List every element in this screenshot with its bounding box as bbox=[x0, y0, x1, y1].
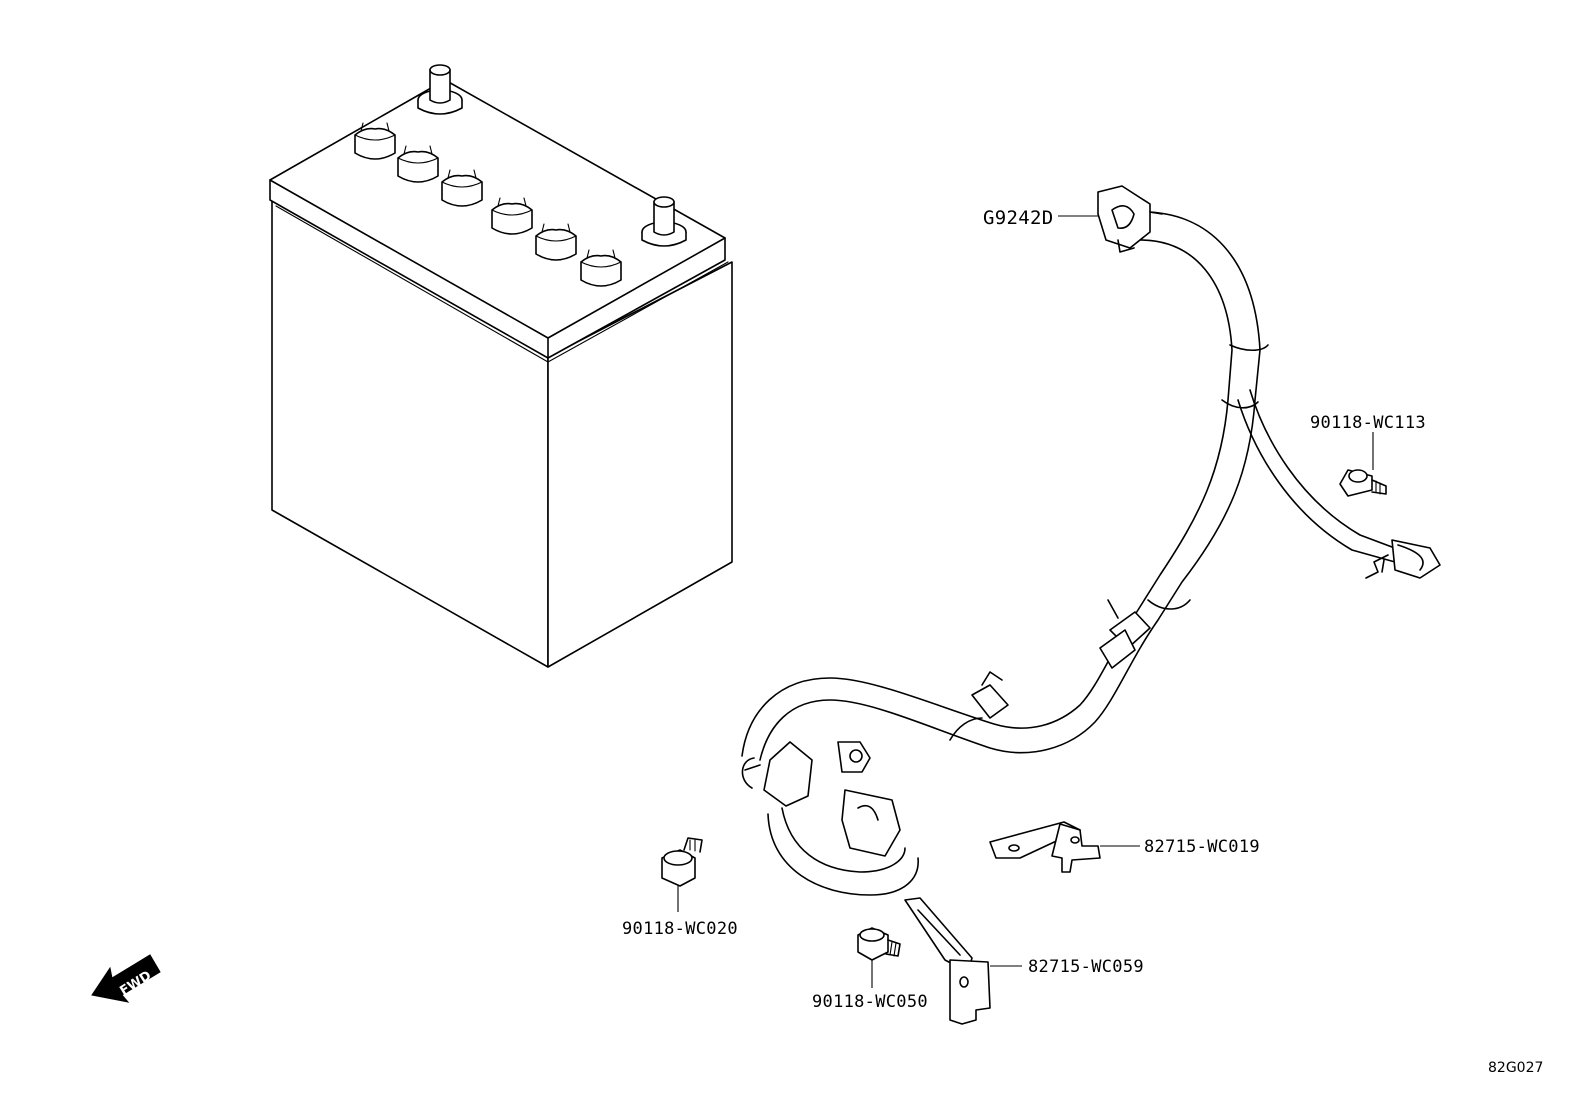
positive-terminal bbox=[417, 64, 463, 115]
leader-lines bbox=[677, 215, 1374, 988]
part-label-bolt-wc113[interactable]: 90118-WC113 bbox=[1310, 413, 1426, 433]
vent-caps bbox=[354, 122, 622, 287]
battery-illustration bbox=[269, 64, 733, 668]
battery-cable-illustration bbox=[741, 185, 1441, 896]
bolt-wc050-illustration bbox=[857, 927, 901, 961]
bolt-wc113-illustration bbox=[1339, 469, 1387, 497]
diagram-reference-code: 82G027 bbox=[1488, 1060, 1543, 1076]
cable-terminal-lower bbox=[741, 741, 919, 896]
part-label-bolt-wc020[interactable]: 90118-WC020 bbox=[622, 919, 738, 939]
part-label-cable[interactable]: G9242D bbox=[983, 207, 1053, 229]
negative-terminal bbox=[641, 196, 687, 247]
bracket-wc019-illustration bbox=[989, 821, 1101, 873]
part-label-bracket-wc019[interactable]: 82715-WC019 bbox=[1144, 837, 1260, 857]
bolt-wc020-illustration bbox=[661, 837, 703, 887]
part-label-bracket-wc059[interactable]: 82715-WC059 bbox=[1028, 957, 1144, 977]
fwd-direction-arrow: FWD bbox=[91, 954, 161, 1003]
bracket-wc059-illustration bbox=[904, 897, 991, 1025]
cable-terminal-upper bbox=[1097, 185, 1163, 253]
part-label-bolt-wc050[interactable]: 90118-WC050 bbox=[812, 992, 928, 1012]
cable-terminal-ground bbox=[1365, 539, 1441, 579]
